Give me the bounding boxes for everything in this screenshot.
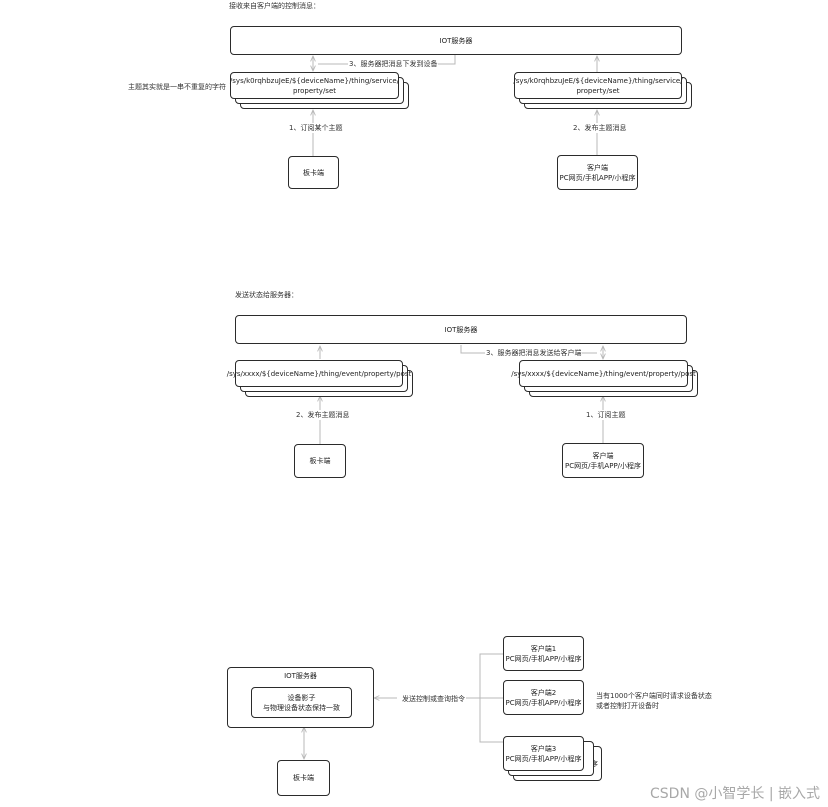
- section2-publish-label: 2、发布主题消息: [296, 410, 350, 420]
- csdn-watermark: CSDN @小智学长 | 嵌入式: [650, 786, 820, 802]
- section2-topic-right[interactable]: /sys/xxxx/${deviceName}/thing/event/prop…: [511, 360, 696, 387]
- section3-client3[interactable]: 客户端3 PC网页/手机APP/小程序: [503, 736, 584, 771]
- section1-topic-right[interactable]: /sys/k0rqhbzuJeE/${deviceName}/thing/ser…: [513, 72, 683, 99]
- section2-iot-server[interactable]: IOT服务器: [235, 315, 687, 344]
- section1-publish-label: 2、发布主题消息: [573, 123, 627, 133]
- section2-iot-server-label: IOT服务器: [444, 325, 478, 334]
- section3-iot-server-label: IOT服务器: [284, 672, 317, 680]
- section3-command-label: 发送控制或查询指令: [402, 695, 465, 703]
- section1-title: 接收来自客户端的控制消息：: [229, 2, 320, 10]
- section3-client2[interactable]: 客户端2 PC网页/手机APP/小程序: [503, 680, 584, 715]
- section1-iot-server-label: IOT服务器: [439, 36, 473, 45]
- section3-note: 当有1000个客户端同时请求设备状态 或者控制打开设备时: [596, 692, 712, 710]
- section1-client[interactable]: 客户端 PC网页/手机APP/小程序: [557, 155, 638, 190]
- section2-topic-left[interactable]: /sys/xxxx/${deviceName}/thing/event/prop…: [227, 360, 411, 387]
- section3-client1[interactable]: 客户端1 PC网页/手机APP/小程序: [503, 636, 584, 671]
- section3-device-shadow[interactable]: 设备影子 与物理设备状态保持一致: [251, 687, 352, 718]
- section2-subscribe-label: 1、订阅主题: [586, 410, 626, 420]
- section3-board[interactable]: 板卡端: [277, 760, 330, 796]
- section3-client3-peek-text: 序: [591, 759, 598, 768]
- section1-dispatch-label: 3、服务器把消息下发到设备: [348, 59, 439, 69]
- section1-topic-left[interactable]: /sys/k0rqhbzuJeE/${deviceName}/thing/ser…: [230, 72, 399, 99]
- section1-iot-server[interactable]: IOT服务器: [230, 26, 682, 55]
- section1-side-note: 主题其实就是一串不重复的字符: [128, 83, 226, 91]
- section2-board[interactable]: 板卡端: [294, 444, 346, 478]
- fork-client3: [479, 698, 503, 743]
- section2-client[interactable]: 客户端 PC网页/手机APP/小程序: [562, 443, 644, 478]
- section1-subscribe-label: 1、订阅某个主题: [289, 123, 343, 133]
- section1-board[interactable]: 板卡端: [288, 156, 339, 189]
- fork-client1: [466, 653, 503, 699]
- section2-dispatch-label: 3、服务器把消息发送给客户端: [485, 348, 583, 358]
- section2-title: 发送状态给服务器：: [235, 291, 298, 299]
